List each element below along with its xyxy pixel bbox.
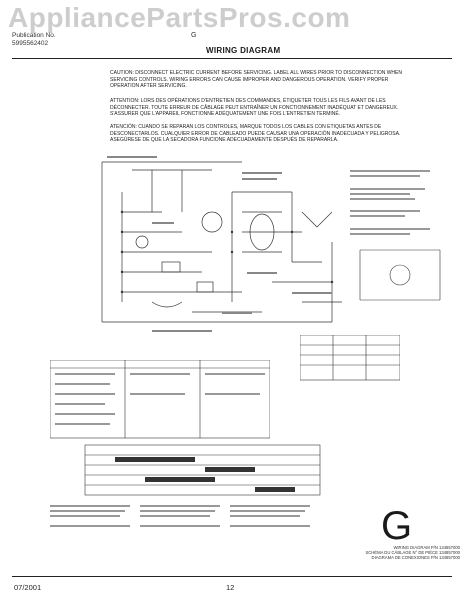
page-title: WIRING DIAGRAM bbox=[206, 46, 281, 55]
header-rule bbox=[12, 58, 452, 59]
model-fragment: G bbox=[191, 32, 197, 39]
footer-rule bbox=[12, 576, 452, 577]
timer-chart bbox=[84, 444, 321, 496]
caution-french: ATTENTION: LORS DES OPÉRATIONS D'ENTRETI… bbox=[110, 98, 399, 118]
caption-spanish: DIAGRAMA DE CONEXIONES P/N 134857000 bbox=[371, 555, 460, 561]
legend-table bbox=[50, 360, 270, 439]
footer-date: 07/2001 bbox=[14, 583, 42, 592]
publication-number: 5995562402 bbox=[12, 40, 49, 47]
model-letter: G bbox=[381, 504, 413, 548]
caution-english: CAUTION: DISCONNECT ELECTRIC CURRENT BEF… bbox=[110, 70, 402, 90]
diagram-caption: WIRING DIAGRAM P/N 134857000 SCHÉMA DU C… bbox=[350, 545, 460, 561]
caution-spanish: ATENCIÓN: CUANDO SE REPARAN LOS CONTROLE… bbox=[110, 124, 401, 144]
wiring-schematic bbox=[101, 156, 342, 332]
watermark-logo: AppliancePartsPros.com bbox=[8, 2, 351, 33]
settings-table bbox=[300, 335, 400, 381]
publication-block: Publication No. 5995562402 bbox=[12, 32, 56, 48]
caption-english: WIRING DIAGRAM P/N 134857000 bbox=[393, 545, 460, 550]
bottom-notes bbox=[50, 505, 310, 527]
notes-block-right bbox=[350, 170, 441, 301]
page-number: 12 bbox=[226, 583, 235, 592]
publication-label: Publication No. bbox=[12, 32, 56, 39]
caption-french: SCHÉMA DU CÂBLAGE N° DE PIÈCE 134857000 bbox=[365, 550, 460, 556]
